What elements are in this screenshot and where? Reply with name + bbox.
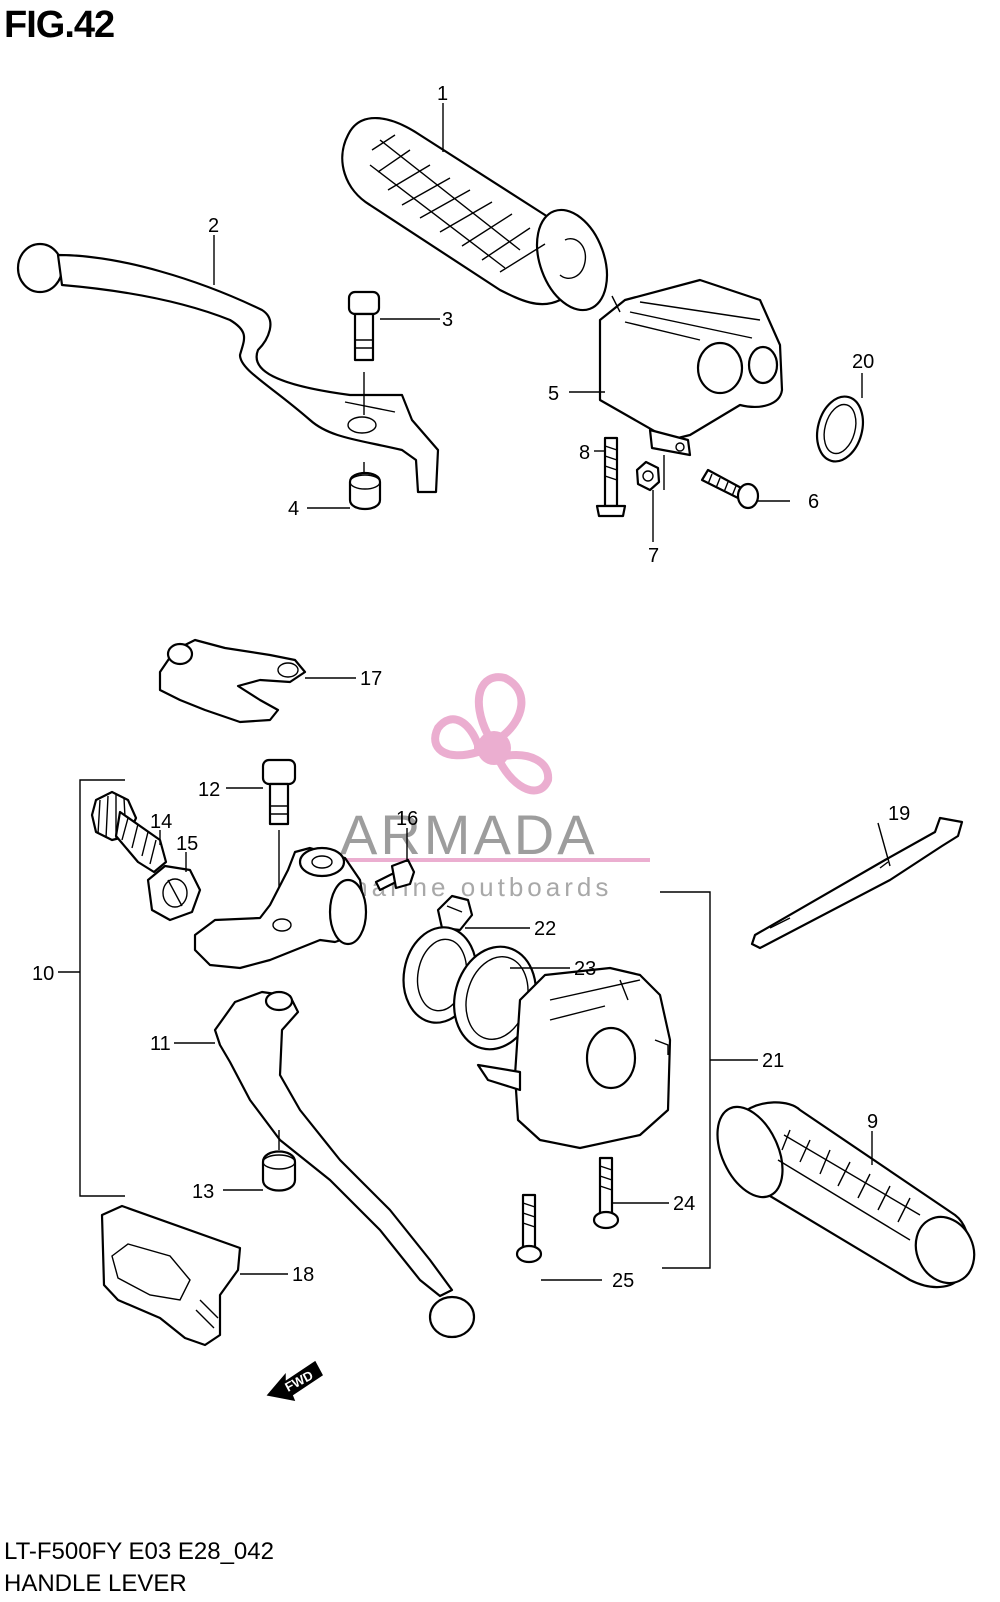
callout-13: 13 bbox=[192, 1181, 214, 1203]
part-7-nut bbox=[635, 455, 665, 492]
part-3-bolt bbox=[347, 290, 381, 415]
part-labels: 1 2 3 4 5 6 7 8 9 10 11 12 13 14 15 16 1… bbox=[32, 83, 910, 1292]
part-4-nut bbox=[348, 462, 382, 511]
part-17-bracket bbox=[158, 638, 307, 724]
callout-20: 20 bbox=[852, 351, 874, 373]
forward-direction-arrow: FWD bbox=[266, 1360, 323, 1401]
model-code: LT-F500FY E03 E28_042 bbox=[4, 1538, 274, 1565]
part-5-switch-housing bbox=[598, 278, 784, 457]
watermark-logo: ARMADA marine outboards bbox=[340, 673, 650, 902]
group-bracket-10 bbox=[58, 779, 125, 1197]
part-19-cable-tie bbox=[750, 816, 964, 950]
callout-3: 3 bbox=[442, 309, 453, 331]
callout-22: 22 bbox=[534, 918, 556, 940]
callout-1: 1 bbox=[437, 83, 448, 105]
callout-17: 17 bbox=[360, 668, 382, 690]
callout-5: 5 bbox=[548, 383, 559, 405]
part-18-cover bbox=[100, 1204, 242, 1347]
callout-7: 7 bbox=[648, 545, 659, 567]
part-13-nut bbox=[261, 1130, 297, 1192]
callout-2: 2 bbox=[208, 215, 219, 237]
callout-6: 6 bbox=[808, 491, 819, 513]
part-9-grip bbox=[716, 1101, 976, 1289]
figure-title: FIG.42 bbox=[4, 4, 115, 46]
callout-25: 25 bbox=[612, 1270, 634, 1292]
part-1-grip bbox=[341, 117, 609, 312]
part-15-nut bbox=[146, 864, 202, 922]
part-10-lever-holder bbox=[193, 846, 368, 970]
callout-8: 8 bbox=[579, 442, 590, 464]
callout-11: 11 bbox=[150, 1033, 171, 1055]
callout-12: 12 bbox=[198, 779, 220, 801]
callout-9: 9 bbox=[867, 1111, 878, 1133]
group-bracket-21 bbox=[660, 891, 758, 1269]
part-25-screw bbox=[515, 1193, 543, 1264]
part-20-ring bbox=[815, 395, 865, 463]
callout-18: 18 bbox=[292, 1264, 314, 1286]
leader-lines bbox=[159, 103, 891, 1281]
part-8-screw bbox=[595, 436, 627, 518]
callout-15: 15 bbox=[176, 833, 198, 855]
callout-21: 21 bbox=[762, 1050, 784, 1072]
part-11-lever bbox=[213, 990, 476, 1339]
callout-10: 10 bbox=[32, 963, 54, 985]
part-23-sleeve bbox=[402, 926, 538, 1051]
watermark-brand: ARMADA bbox=[340, 803, 598, 866]
callout-16: 16 bbox=[396, 808, 418, 830]
diagram-name: HANDLE LEVER bbox=[4, 1570, 187, 1597]
callout-14: 14 bbox=[150, 811, 172, 833]
callout-19: 19 bbox=[888, 803, 910, 825]
callout-24: 24 bbox=[673, 1193, 695, 1215]
callout-23: 23 bbox=[574, 958, 596, 980]
part-14-adjuster bbox=[90, 790, 168, 874]
part-16-bolt bbox=[374, 858, 416, 892]
propeller-logo-icon bbox=[431, 673, 553, 795]
part-21-switch-housing bbox=[476, 966, 672, 1150]
part-24-screw bbox=[592, 1156, 620, 1230]
callout-4: 4 bbox=[288, 498, 299, 520]
part-2-lever bbox=[16, 242, 440, 494]
part-6-screw bbox=[700, 468, 760, 510]
